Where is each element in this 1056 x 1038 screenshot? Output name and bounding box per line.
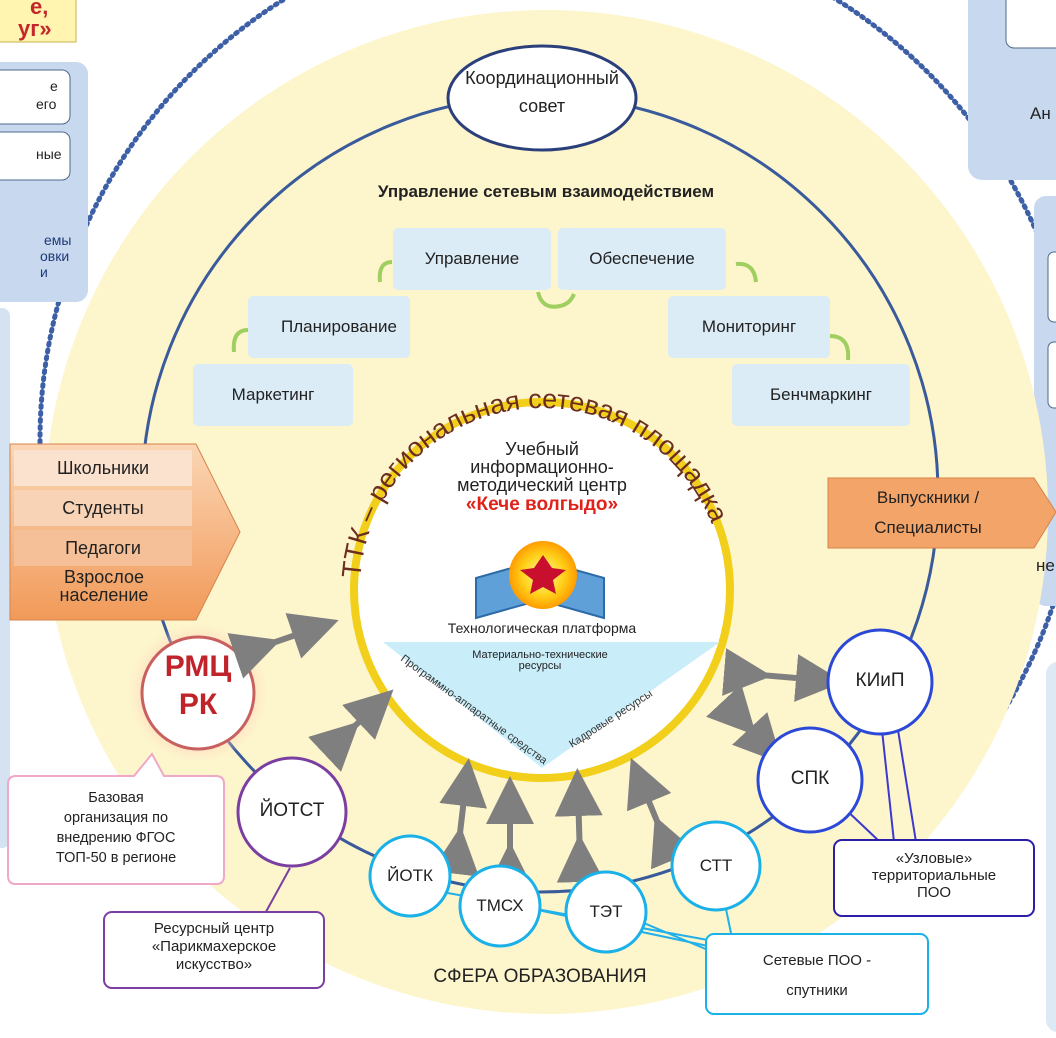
education-sphere-label: СФЕРА ОБРАЗОВАНИЯ [433, 966, 647, 987]
nodal-callout-3: ПОО [916, 884, 952, 901]
right-orange-arrow [827, 477, 1056, 549]
resource-top-label: Материально-технические ресурсы [472, 649, 608, 672]
nodal-callout-1: «Узловые» [895, 850, 973, 867]
node-stt: СТТ [699, 856, 733, 875]
top-left-banner-line1: е, [30, 0, 49, 19]
left-caption-1: емы [44, 232, 72, 248]
right-box-3 [1047, 341, 1056, 409]
cycle-planning: Планирование [280, 317, 398, 336]
right-box-1 [1005, 0, 1056, 49]
nodal-callout-shape [833, 839, 1035, 917]
box-planning [248, 296, 410, 358]
node-tmsh-circle [458, 864, 542, 948]
rmc-circle [140, 635, 256, 751]
cycle-management: Управление [424, 249, 520, 268]
center-line2: информационно- [470, 457, 614, 477]
left-box1-line1: е [50, 78, 58, 94]
satellite-callout-shape [705, 933, 929, 1015]
box-provision [558, 228, 726, 290]
right-box-2 [1047, 251, 1056, 323]
right-arrow-line2: Специалисты [874, 518, 982, 537]
box-marketing [193, 364, 353, 426]
top-left-banner [0, 0, 77, 43]
top-left-banner-line2: уг» [18, 16, 52, 41]
resources-triangle [383, 642, 720, 768]
right-arrow-line1: Выпускники / [876, 488, 980, 507]
left-box-1 [0, 69, 71, 125]
node-tmsh: ТМСХ [476, 896, 524, 915]
rmc-callout-shape [7, 752, 225, 885]
node-yotk: ЙОТК [387, 866, 433, 885]
center-line3: методический центр [457, 475, 627, 495]
rmc-callout-3: внедрению ФГОС [56, 830, 176, 846]
rmc-line2: РК [178, 688, 218, 721]
left-box-2 [0, 131, 71, 181]
rc-callout-2: «Парикмахерское [151, 938, 277, 955]
cycle-provision: Обеспечение [589, 249, 695, 268]
rmc-line1: РМЦ [164, 650, 232, 683]
node-yotst: ЙОТСТ [259, 800, 325, 821]
node-spk-circle [756, 726, 864, 834]
box-benchmarking [732, 364, 910, 426]
left-box1-line2: его [36, 96, 57, 112]
nodal-callout-2: территориальные [871, 867, 997, 884]
platform-label: Технологическая платформа [447, 620, 637, 636]
coord-council-line1: Координационный [465, 68, 619, 88]
node-stt-circle [670, 820, 762, 912]
rmc-callout-1: Базовая [88, 790, 144, 806]
left-arrow-item-3: Педагоги [65, 538, 141, 558]
node-yotk-circle [368, 834, 452, 918]
box-monitoring [668, 296, 830, 358]
rmc-callout-4: ТОП-50 в регионе [55, 850, 177, 866]
cycle-marketing: Маркетинг [231, 385, 315, 404]
node-kiip: КИиП [855, 670, 905, 691]
coord-council-line2: совет [518, 96, 566, 116]
left-caption-3: и [40, 264, 48, 280]
left-caption-2: овки [40, 248, 70, 264]
satellite-callout-1: Сетевые ПОО - [762, 952, 872, 969]
left-arrow-item-2: Студенты [62, 498, 144, 518]
left-mid-panel [0, 308, 10, 848]
center-name: «Кече волгыдо» [465, 494, 619, 515]
node-yotst-circle [236, 756, 348, 868]
cycle-benchmarking: Бенчмаркинг [770, 385, 872, 404]
node-tet-circle [564, 870, 648, 954]
cycle-arrows [231, 260, 851, 361]
network-mgmt-title: Управление сетевым взаимодействием [377, 182, 715, 201]
book-logo-icon [475, 541, 605, 620]
rc-callout-shape [103, 911, 325, 989]
right-low-panel [1046, 662, 1056, 1032]
left-arrow-item-4: Взрослое население [59, 567, 149, 605]
right-mid-caption: не [1036, 556, 1055, 575]
connector-arrows [227, 613, 844, 890]
satellite-callout-2: спутники [786, 982, 848, 999]
rc-callout-3: искусство» [175, 956, 253, 973]
rc-callout-1: Ресурсный центр [153, 920, 275, 937]
right-top-caption: Ан [1030, 104, 1051, 123]
left-box2-text: ные [36, 146, 62, 162]
node-tet: ТЭТ [589, 902, 623, 921]
center-line1: Учебный [505, 439, 579, 459]
cycle-monitoring: Мониторинг [701, 317, 797, 336]
box-management [393, 228, 551, 290]
node-spk: СПК [790, 768, 830, 789]
left-arrow-item-1: Школьники [57, 458, 149, 478]
coord-council-ellipse [446, 44, 638, 152]
rmc-callout-2: организация по [63, 810, 169, 826]
node-kiip-circle [826, 628, 934, 736]
